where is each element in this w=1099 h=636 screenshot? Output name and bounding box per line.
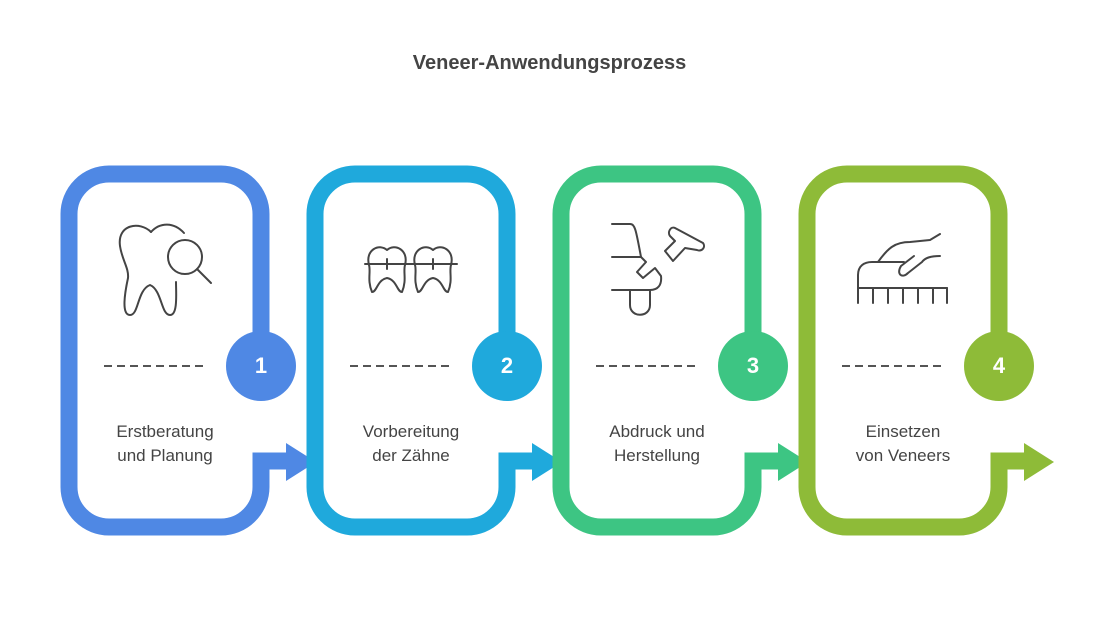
step-label: Einsetzen von Veneers — [813, 420, 993, 468]
arrow-right-icon — [532, 443, 562, 481]
teeth-braces-icon — [364, 246, 458, 293]
dental-impression-icon — [611, 223, 706, 316]
step-label-line: und Planung — [117, 446, 213, 465]
step-number-badge — [718, 331, 788, 401]
step-frame — [798, 165, 1027, 536]
step-number: 2 — [500, 353, 514, 378]
step-frame — [60, 165, 289, 536]
hand-placing-veneer-icon — [857, 233, 948, 304]
step-frame — [552, 165, 781, 536]
arrow-right-icon — [778, 443, 808, 481]
step-number-badge — [472, 331, 542, 401]
step-number-badge — [964, 331, 1034, 401]
arrow-right-icon — [1024, 443, 1054, 481]
step-label-line: der Zähne — [372, 446, 450, 465]
step-number: 3 — [746, 353, 760, 378]
step-label-line: von Veneers — [855, 446, 951, 465]
diagram-title: Veneer-Anwendungsprozess — [412, 52, 687, 74]
step-label: Erstberatung und Planung — [75, 420, 255, 468]
step-label-line: Einsetzen — [865, 422, 941, 441]
arrow-right-icon — [286, 443, 316, 481]
step-label: Vorbereitung der Zähne — [321, 420, 501, 468]
step-label-line: Abdruck und — [609, 422, 705, 441]
step-label-line: Herstellung — [614, 446, 700, 465]
step-frame — [306, 165, 535, 536]
tooth-magnifier-icon — [118, 223, 212, 316]
step-label-line: Erstberatung — [116, 422, 214, 441]
step-number: 1 — [254, 353, 268, 378]
step-label-line: Vorbereitung — [362, 422, 460, 441]
step-number: 4 — [992, 353, 1006, 378]
step-number-badge — [226, 331, 296, 401]
